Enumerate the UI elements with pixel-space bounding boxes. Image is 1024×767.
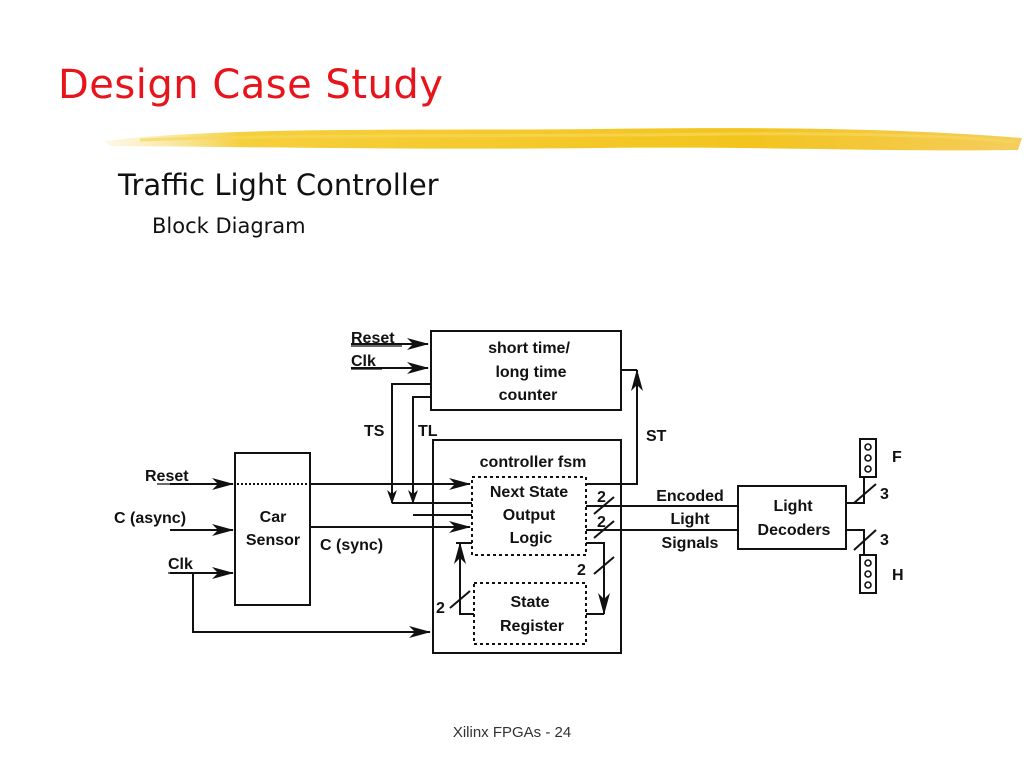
decoders-line1: Light [773,498,813,515]
counter-line3: counter [499,387,558,404]
light-h-icon [859,554,877,594]
state-register-box [473,582,587,645]
car-sensor-line2: Sensor [246,532,300,549]
bus-width-feedback-up: 2 [436,600,445,617]
state-register-line2: Register [500,618,564,635]
counter-line1: short time/ [488,340,570,357]
car-sensor-line1: Car [260,509,287,526]
next-state-line2: Output [503,507,556,524]
light-f-icon [859,438,877,478]
light-h-label: H [892,567,904,584]
car-sensor-box [234,452,311,606]
slide-title: Design Case Study [58,62,444,108]
bus-width-feedback-down: 2 [577,562,586,579]
bus-width-out1: 2 [597,489,606,506]
bus-width-light-h: 3 [880,532,889,549]
next-state-line1: Next State [490,484,568,501]
encoded-line3: Signals [662,535,719,552]
tl-label: TL [418,423,438,440]
sensor-c-async-label: C (async) [114,510,186,527]
fsm-box [432,439,622,654]
state-register-line1: State [510,594,549,611]
next-state-line3: Logic [510,530,553,547]
decoders-line2: Decoders [758,522,831,539]
section-label: Block Diagram [152,214,306,238]
c-sync-label: C (sync) [320,537,383,554]
counter-clk-label: Clk [351,353,376,370]
bus-width-out2: 2 [597,514,606,531]
sensor-reset-label: Reset [145,468,189,485]
fsm-title: controller fsm [480,454,587,471]
slide-footer: Xilinx FPGAs - 24 [452,724,572,741]
ts-label: TS [364,423,385,440]
encoded-line1: Encoded [656,488,724,505]
counter-reset-label: Reset [351,330,395,347]
light-f-label: F [892,449,902,466]
st-label: ST [646,428,667,445]
light-decoders-box [737,485,847,550]
sensor-clk-label: Clk [168,556,193,573]
encoded-line2: Light [670,511,710,528]
slide-subtitle: Traffic Light Controller [118,168,439,202]
bus-width-light-f: 3 [880,486,889,503]
counter-line2: long time [495,364,566,381]
